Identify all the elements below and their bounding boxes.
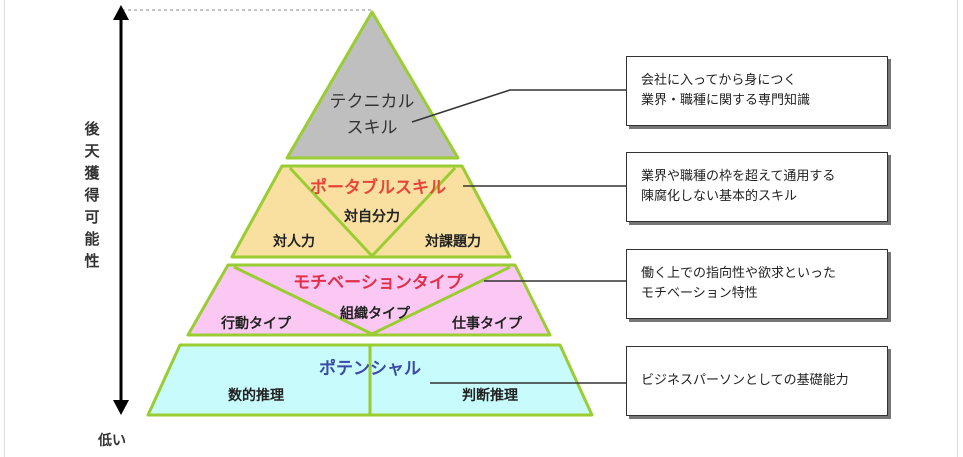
frame: [4, 0, 958, 457]
description-box-technical: 会社に入ってから身につく 業界・職種に関する専門知識: [626, 56, 888, 126]
axis-label: 後天獲得可能性: [84, 120, 100, 270]
layer-portable: [230, 164, 512, 259]
portable-title: ポータブルスキル: [310, 177, 446, 198]
motivation-divider: [233, 265, 511, 336]
portable-part-3: 対課題力: [424, 233, 481, 250]
portable-part-1: 対人力: [272, 233, 315, 250]
portable-part-2: 対自分力: [343, 208, 400, 225]
vertical-arrow: [113, 5, 129, 415]
motivation-part-1: 行動タイプ: [220, 315, 292, 332]
potential-part-1: 数的推理: [228, 387, 284, 404]
axis-low-label: 低い: [98, 433, 126, 449]
description-line: ビジネスパーソンとしての基礎能力: [641, 373, 849, 388]
description-box-potential: ビジネスパーソンとしての基礎能力: [626, 346, 888, 416]
motivation-part-2: 組織タイプ: [340, 305, 411, 322]
portable-divider: [288, 166, 457, 258]
technical-title-2: スキル: [347, 118, 398, 138]
description-line: モチベーション特性: [641, 286, 758, 301]
description-line: 陳腐化しない基本的スキル: [641, 189, 798, 204]
motivation-part-3: 仕事タイプ: [451, 315, 523, 332]
description-box-portable: 業界や職種の枠を超えて通用する 陳腐化しない基本的スキル: [626, 152, 888, 222]
description-line: 会社に入ってから身につく: [641, 73, 797, 88]
description-line: 働く上での指向性や欲求といった: [641, 266, 837, 281]
description-line: 業界や職種の枠を超えて通用する: [641, 169, 836, 184]
potential-title: ポテンシャル: [319, 358, 421, 379]
description-line: 業界・職種に関する専門知識: [641, 93, 811, 108]
connector-1: [411, 89, 626, 123]
potential-part-2: 判断推理: [462, 387, 518, 404]
technical-title: テクニカル: [330, 92, 415, 112]
motivation-title: モチベーションタイプ: [293, 272, 464, 293]
description-box-motivation: 働く上での指向性や欲求といった モチベーション特性: [626, 249, 888, 319]
layer-motivation: [186, 263, 552, 337]
